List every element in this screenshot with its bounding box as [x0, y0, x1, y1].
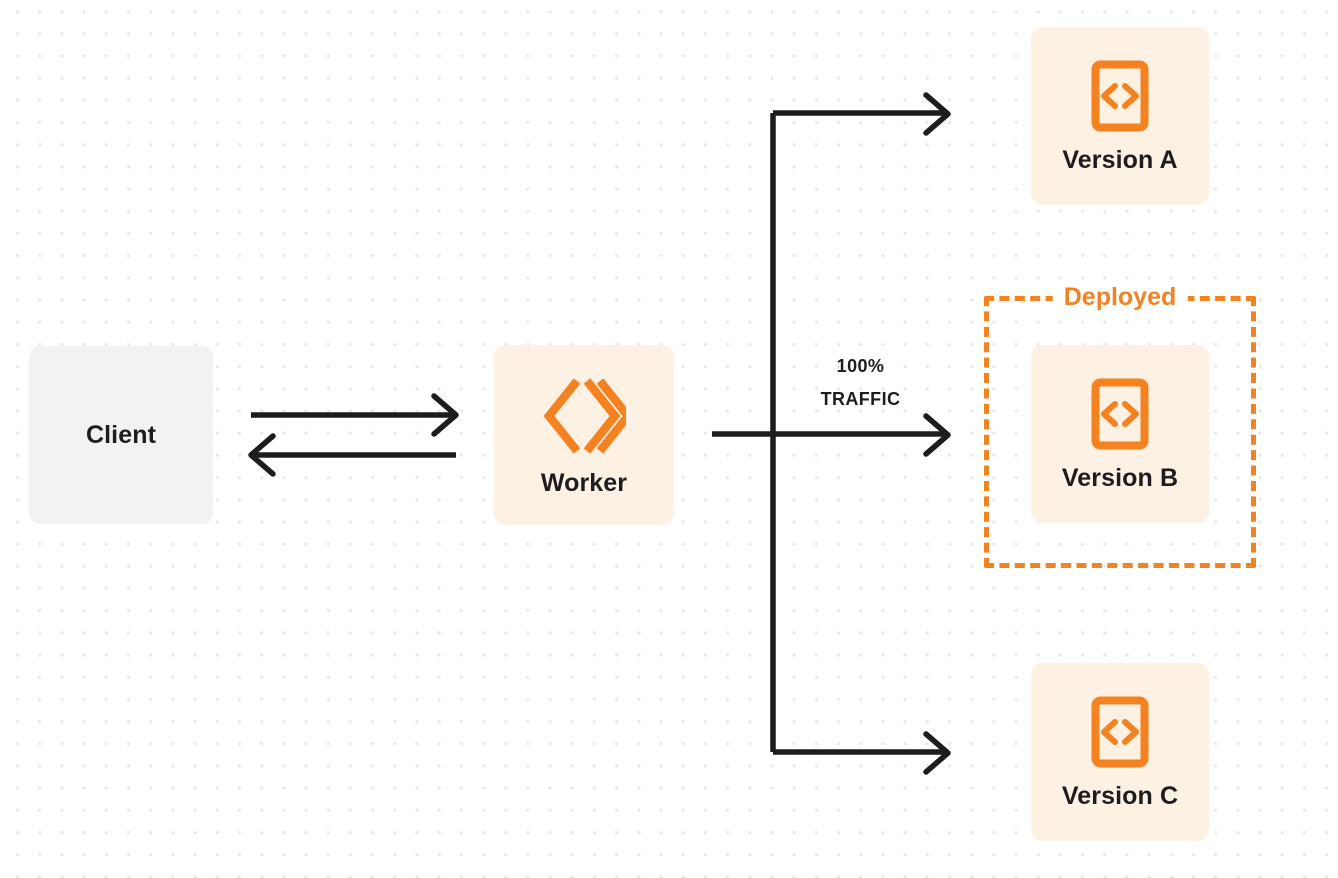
traffic-label: 100% TRAFFIC [773, 350, 948, 417]
cloudflare-workers-logo-icon [542, 375, 634, 457]
client-label: Client [85, 420, 157, 449]
version-a-label: Version A [1062, 145, 1178, 174]
node-client[interactable]: Client [29, 346, 213, 524]
node-worker[interactable]: Worker [494, 345, 674, 525]
node-version-b[interactable]: Version B [1031, 345, 1209, 523]
code-brackets-icon [1091, 696, 1149, 768]
deployed-group-label: Deployed [1052, 282, 1188, 312]
code-brackets-icon [1091, 60, 1149, 132]
code-brackets-icon [1091, 378, 1149, 450]
version-c-label: Version C [1061, 781, 1179, 810]
node-version-a[interactable]: Version A [1031, 27, 1209, 205]
worker-label: Worker [540, 468, 628, 497]
version-b-label: Version B [1061, 463, 1179, 492]
arrow-client-to-worker [251, 393, 459, 437]
arrow-to-version-a [773, 92, 951, 136]
arrow-to-version-b [712, 413, 951, 457]
traffic-word: TRAFFIC [820, 389, 901, 410]
arrow-worker-to-client [248, 433, 456, 477]
traffic-percent: 100% [836, 356, 885, 376]
node-version-c[interactable]: Version C [1031, 663, 1209, 841]
arrow-to-version-c [773, 731, 951, 775]
deployed-group: Deployed [984, 282, 1256, 568]
